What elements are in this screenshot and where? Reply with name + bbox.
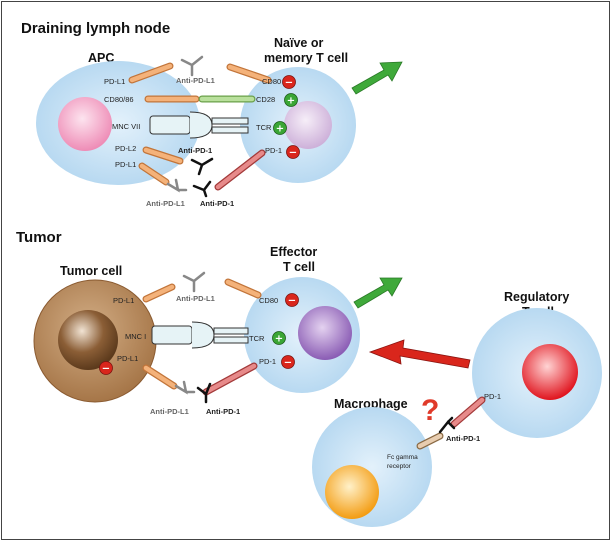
tcr-chain-b xyxy=(211,126,249,134)
minus-sign-tumor: − xyxy=(99,361,113,375)
treg-pd-1-receptor-fill xyxy=(451,397,485,427)
mhc-ii-complex xyxy=(149,115,191,135)
anti-pd-l1-antibody-bottom xyxy=(182,271,206,293)
label-anti-pd-1-bottom: Anti-PD-1 xyxy=(206,407,240,416)
label-anti-pd-l1-top: Anti-PD-L1 xyxy=(176,76,215,85)
svg-text:−: − xyxy=(285,78,293,89)
anti-pd-1-antibody-top xyxy=(190,157,214,176)
question-mark: ? xyxy=(421,394,439,427)
label-mhc-i: MNC I xyxy=(125,332,146,341)
pd-l1-ligand-lower-fill xyxy=(139,163,169,185)
svg-text:−: − xyxy=(102,364,110,375)
label-pd-l1-top: PD-L1 xyxy=(104,77,125,86)
cd80-receptor-fill xyxy=(227,64,271,83)
effector-tcr-chain-a xyxy=(213,327,249,335)
tcr-chain-a xyxy=(211,117,249,125)
pd-1-receptor-fill xyxy=(215,150,265,190)
tumor-cell-nucleus xyxy=(58,310,118,370)
pd-l2-ligand-fill xyxy=(143,147,183,164)
pd-l1-ligand-fill xyxy=(129,63,173,83)
plus-sign-tcr-top: + xyxy=(273,121,287,135)
mhc-i-peptide xyxy=(191,321,215,349)
tumor-cell-label: Tumor cell xyxy=(60,264,122,278)
minus-sign-pd-1-top: − xyxy=(286,145,300,159)
label-mhc-ii: MNC VII xyxy=(112,122,140,131)
naive-t-cell-label-line1: Naïve or xyxy=(274,36,323,50)
svg-text:+: + xyxy=(287,96,295,107)
minus-sign-pd-1-bottom: − xyxy=(281,355,295,369)
naive-t-cell-label-line2: memory T cell xyxy=(264,51,348,65)
plus-sign-tcr-bottom: + xyxy=(272,331,286,345)
label-cd80-86: CD80/86 xyxy=(104,95,134,104)
label-treg-pd-1: PD-1 xyxy=(484,392,501,401)
label-pd-1-top: PD-1 xyxy=(265,146,282,155)
section-title-tumor: Tumor xyxy=(16,229,62,246)
tumor-pd-l1-ligand-fill xyxy=(143,284,175,302)
regulatory-t-cell-nucleus xyxy=(522,344,578,400)
anti-pd-1-antibody-bottom xyxy=(196,382,212,404)
activation-arrow-top xyxy=(351,61,403,95)
svg-text:−: − xyxy=(288,296,296,307)
effector-t-cell-label-line1: Effector xyxy=(270,245,317,259)
activation-arrow-bottom xyxy=(353,277,403,309)
anti-pd-1-antibody-treg xyxy=(438,416,456,434)
label-tcr-top: TCR xyxy=(256,123,272,132)
label-effector-cd80: CD80 xyxy=(259,296,278,305)
label-pd-l1-lower: PD-L1 xyxy=(115,160,136,169)
minus-sign-cd80-bottom: − xyxy=(285,293,299,307)
label-anti-pd-l1-bottom: Anti-PD-L1 xyxy=(176,294,215,303)
regulatory-t-cell-label-line1: Regulatory xyxy=(504,290,569,304)
mhc-i-complex xyxy=(151,325,193,345)
label-anti-pd-l1-bottom-lower: Anti-PD-L1 xyxy=(150,407,189,416)
label-anti-pd-1-treg: Anti-PD-1 xyxy=(446,434,480,443)
label-tumor-pd-l1: PD-L1 xyxy=(113,296,134,305)
naive-t-cell-nucleus xyxy=(284,101,332,149)
svg-text:−: − xyxy=(284,358,292,369)
label-pd-l2: PD-L2 xyxy=(115,144,136,153)
section-title-lymph-node: Draining lymph node xyxy=(21,20,170,37)
label-cd28: CD28 xyxy=(256,95,275,104)
anti-pd-l1-antibody-lower xyxy=(166,178,188,193)
tumor-pd-l1-ligand-lower-fill xyxy=(143,365,177,389)
svg-text:+: + xyxy=(276,124,284,135)
macrophage-nucleus xyxy=(325,465,379,519)
effector-t-cell-nucleus xyxy=(298,306,352,360)
macrophage-label: Macrophage xyxy=(334,397,408,411)
svg-text:−: − xyxy=(289,148,297,159)
fc-gamma-receptor-fill xyxy=(417,433,443,449)
label-anti-pd-1-top: Anti-PD-1 xyxy=(178,146,212,155)
label-anti-pd-1-lower: Anti-PD-1 xyxy=(200,199,234,208)
effector-t-cell-label-line2: T cell xyxy=(283,260,315,274)
label-effector-pd-1: PD-1 xyxy=(259,357,276,366)
label-effector-tcr: TCR xyxy=(249,334,265,343)
effector-cd80-receptor-fill xyxy=(225,279,261,298)
svg-text:+: + xyxy=(275,334,283,345)
label-tumor-pd-l1-lower: PD-L1 xyxy=(117,354,138,363)
anti-pd-1-antibody-lower xyxy=(192,180,212,198)
label-fc-gamma-line2: receptor xyxy=(387,463,412,470)
effector-tcr-chain-b xyxy=(213,336,249,344)
effector-pd-1-receptor-fill xyxy=(203,363,257,395)
suppression-arrow xyxy=(368,339,471,369)
plus-sign-cd28: + xyxy=(284,93,298,107)
anti-pd-l1-antibody-bottom-lower xyxy=(174,380,196,395)
minus-sign-cd80-top: − xyxy=(282,75,296,89)
apc-nucleus xyxy=(58,97,112,151)
label-anti-pd-l1-lower: Anti-PD-L1 xyxy=(146,199,185,208)
mhc-ii-peptide xyxy=(189,111,213,139)
anti-pd-l1-antibody-top xyxy=(180,55,204,77)
label-cd80-t: CD80 xyxy=(262,77,281,86)
label-fc-gamma-line1: Fc gamma xyxy=(387,454,418,461)
